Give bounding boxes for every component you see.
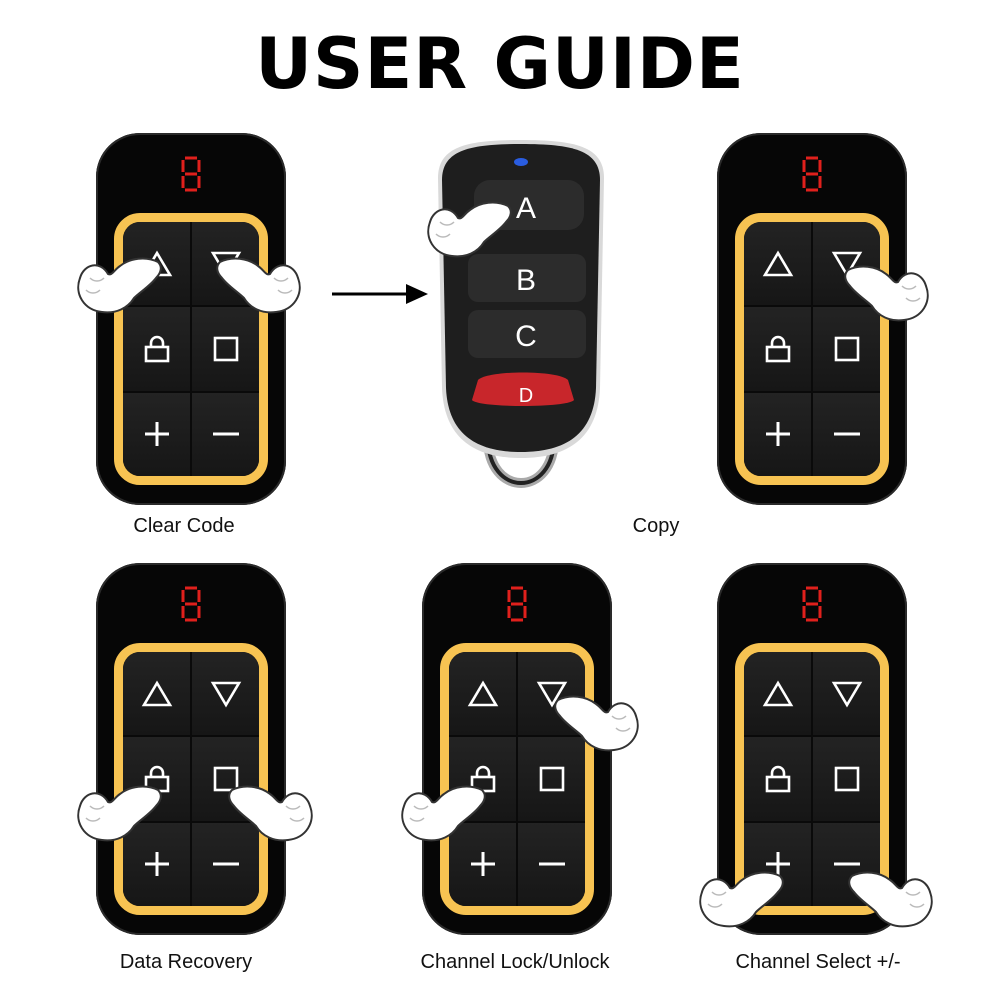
stop-button[interactable]: [192, 307, 259, 391]
up-triangle-icon: [466, 677, 500, 711]
minus-icon: [830, 417, 864, 451]
remote-channel-lock: [422, 563, 612, 935]
led-indicator: [514, 158, 528, 166]
hand-pointer-icon: [424, 192, 514, 262]
seven-segment-display-icon: [180, 585, 202, 623]
remote-data-recovery: [96, 563, 286, 935]
hand-pointer-icon: [74, 248, 164, 318]
arrow-right-icon: [332, 284, 428, 304]
hand-pointer-icon: [842, 256, 932, 326]
up-button[interactable]: [123, 652, 190, 736]
lock-icon: [140, 332, 174, 366]
caption-channel-select: Channel Select +/-: [735, 951, 901, 973]
up-triangle-icon: [140, 677, 174, 711]
hand-pointer-icon: [696, 862, 786, 932]
remote-clear-code: [96, 133, 286, 505]
down-button[interactable]: [813, 652, 880, 736]
up-button[interactable]: [744, 222, 811, 306]
svg-text:B: B: [516, 264, 536, 297]
square-icon: [209, 332, 243, 366]
up-triangle-icon: [761, 677, 795, 711]
minus-button[interactable]: [192, 392, 259, 476]
lock-button[interactable]: [123, 307, 190, 391]
minus-button[interactable]: [192, 822, 259, 906]
keypad-frame: [440, 643, 594, 915]
svg-text:C: C: [515, 320, 537, 353]
hand-pointer-icon: [226, 776, 316, 846]
plus-icon: [140, 417, 174, 451]
minus-icon: [209, 417, 243, 451]
remote-copy: [717, 133, 907, 505]
keypad-frame: [114, 643, 268, 915]
hand-pointer-icon: [214, 248, 304, 318]
stop-button[interactable]: [813, 307, 880, 391]
plus-icon: [466, 847, 500, 881]
plus-button[interactable]: [449, 822, 516, 906]
hand-pointer-icon: [846, 862, 936, 932]
fob-button-b[interactable]: [468, 254, 586, 302]
keypad-frame: [735, 643, 889, 915]
down-triangle-icon: [830, 677, 864, 711]
lock-icon: [761, 332, 795, 366]
minus-button[interactable]: [813, 392, 880, 476]
hand-pointer-icon: [398, 776, 488, 846]
lock-button[interactable]: [744, 307, 811, 391]
plus-button[interactable]: [744, 392, 811, 476]
hand-pointer-icon: [552, 686, 642, 756]
lock-button[interactable]: [744, 737, 811, 821]
square-icon: [535, 762, 569, 796]
fob-button-d[interactable]: [472, 372, 574, 407]
down-button[interactable]: [192, 652, 259, 736]
up-button[interactable]: [744, 652, 811, 736]
up-button[interactable]: [449, 652, 516, 736]
seven-segment-display-icon: [801, 155, 823, 193]
square-icon: [830, 762, 864, 796]
caption-channel-lock: Channel Lock/Unlock: [420, 951, 610, 973]
minus-icon: [535, 847, 569, 881]
page-title: USER GUIDE: [255, 23, 745, 105]
caption-copy: Copy: [632, 515, 680, 537]
up-triangle-icon: [761, 247, 795, 281]
stop-button[interactable]: [813, 737, 880, 821]
seven-segment-display-icon: [180, 155, 202, 193]
stop-button[interactable]: [518, 737, 585, 821]
caption-clear-code: Clear Code: [133, 515, 235, 537]
plus-icon: [761, 417, 795, 451]
minus-button[interactable]: [518, 822, 585, 906]
plus-icon: [140, 847, 174, 881]
svg-text:A: A: [516, 192, 536, 225]
plus-button[interactable]: [123, 822, 190, 906]
keypad-frame: [735, 213, 889, 485]
minus-icon: [209, 847, 243, 881]
seven-segment-display-icon: [801, 585, 823, 623]
lock-icon: [761, 762, 795, 796]
plus-button[interactable]: [123, 392, 190, 476]
square-icon: [830, 332, 864, 366]
caption-data-recovery: Data Recovery: [119, 951, 253, 973]
seven-segment-display-icon: [506, 585, 528, 623]
fob-button-c[interactable]: [468, 310, 586, 358]
svg-text:D: D: [519, 385, 533, 407]
hand-pointer-icon: [74, 776, 164, 846]
down-triangle-icon: [209, 677, 243, 711]
remote-channel-select: [717, 563, 907, 935]
